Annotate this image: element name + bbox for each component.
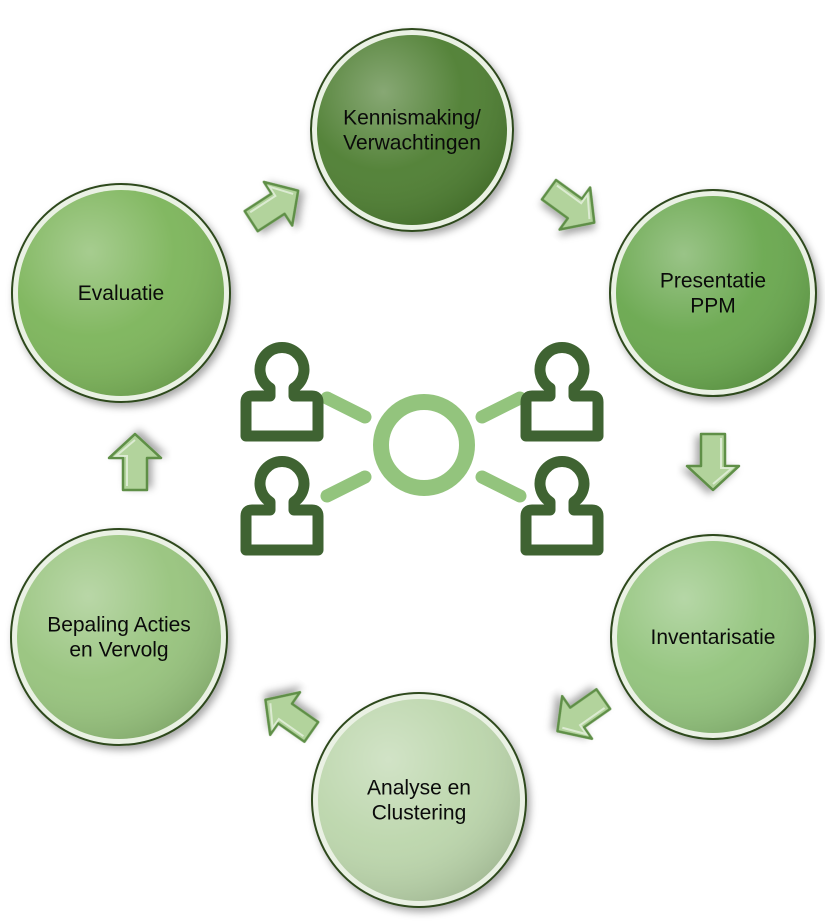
person-outline	[240, 456, 324, 556]
step-label: Inventarisatie	[651, 626, 776, 649]
step-gloss	[17, 535, 221, 739]
step-evaluatie: Evaluatie	[11, 183, 231, 403]
step-gloss	[317, 35, 507, 225]
step-gloss	[616, 196, 810, 390]
arrow-shape	[540, 178, 596, 231]
step-label: Presentatie	[660, 270, 766, 293]
person-outline	[520, 456, 604, 556]
spoke-top-right	[475, 391, 527, 424]
arrow-highlight	[113, 439, 136, 486]
arrow-shape	[685, 432, 741, 492]
person-outline	[240, 342, 324, 442]
spoke-bottom-right	[475, 470, 527, 503]
person-icon-top-right	[520, 342, 604, 442]
step-label: Clustering	[372, 802, 467, 825]
person-outline	[520, 342, 604, 442]
cycle-arrow-6	[107, 432, 163, 492]
cycle-arrow-2	[540, 178, 596, 231]
cycle-arrow-1	[243, 180, 300, 233]
spoke-bottom-left	[320, 470, 372, 503]
cycle-arrow-5	[264, 691, 320, 743]
person-icon-bottom-right	[520, 456, 604, 556]
arrow-highlight	[249, 184, 294, 214]
arrow-shape	[264, 691, 320, 743]
step-gloss	[18, 190, 224, 396]
step-label: Verwachtingen	[343, 132, 481, 155]
arrow-highlight	[556, 184, 591, 220]
step-label: Bepaling Acties	[47, 614, 191, 637]
spoke-top-left	[320, 391, 372, 424]
arrow-highlight	[712, 438, 735, 485]
step-kennismaking: Kennismaking/Verwachtingen	[310, 28, 514, 232]
arrow-shape	[243, 180, 300, 233]
step-inventarisatie: Inventarisatie	[610, 534, 816, 740]
cycle-arrow-4	[556, 688, 612, 740]
step-label: en Vervolg	[69, 639, 168, 662]
person-icon-top-left	[240, 342, 324, 442]
arrow-highlight	[269, 703, 305, 737]
step-label: PPM	[690, 295, 736, 318]
step-label: Kennismaking/	[343, 107, 481, 130]
hub-circle	[373, 394, 475, 496]
person-icon-bottom-left	[240, 456, 324, 556]
cycle-arrow-3	[685, 432, 741, 492]
arrow-shape	[107, 432, 163, 492]
arrow-shape	[556, 688, 612, 740]
team-network-icon	[240, 342, 604, 556]
step-label: Evaluatie	[78, 282, 164, 305]
step-gloss	[617, 541, 809, 733]
step-label: Analyse en	[367, 777, 471, 800]
arrow-highlight	[562, 707, 606, 736]
step-gloss	[318, 699, 520, 901]
